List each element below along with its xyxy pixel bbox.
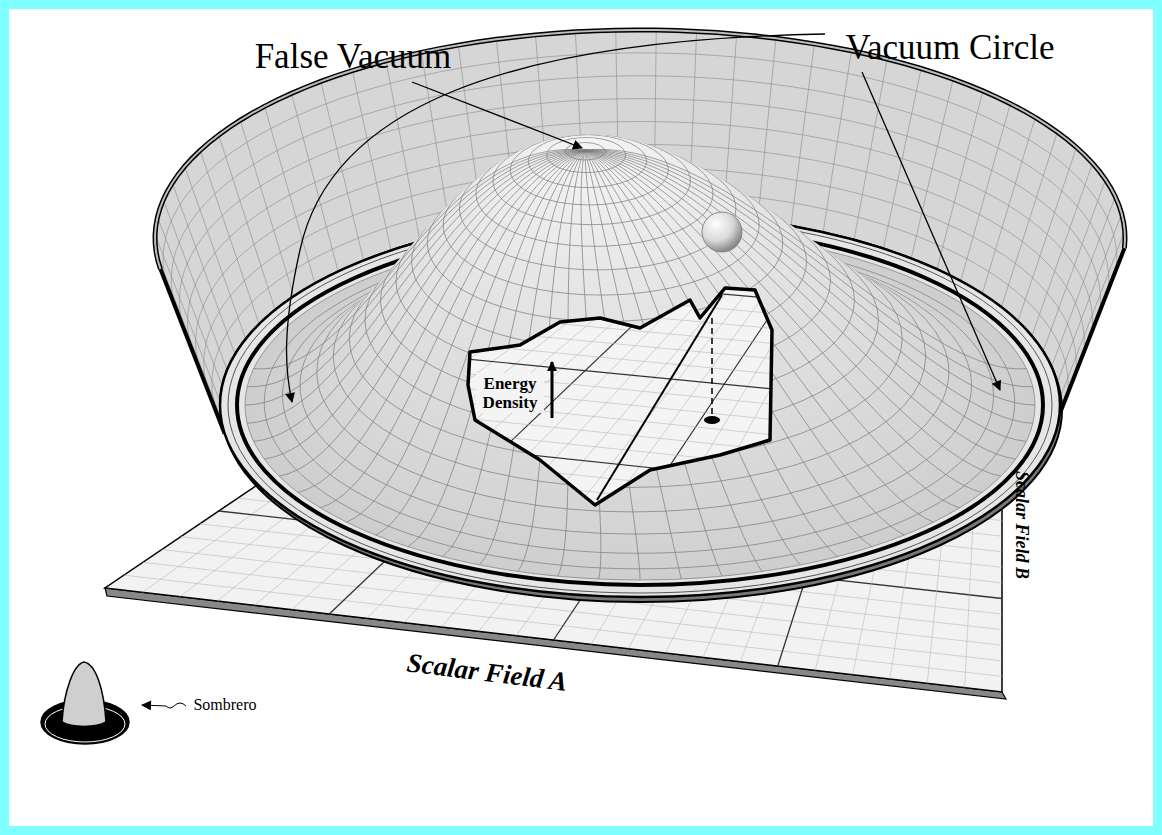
window-grid-line [143, 562, 1002, 661]
window-grid-line [554, 299, 782, 640]
hump-meridian [264, 150, 585, 459]
window-grid-line [333, 434, 1003, 505]
window-grid-line [200, 524, 1002, 614]
projection-dot [704, 416, 720, 424]
window-grid-line [351, 421, 1002, 489]
wall-cut-edge [1059, 248, 1124, 414]
leader-lines [142, 34, 1000, 708]
window-grid-line [427, 370, 1002, 427]
projection-dashed-line [711, 318, 713, 414]
wall-grid-line [171, 76, 1108, 310]
window-grid-line [255, 286, 634, 605]
window-outline [468, 288, 772, 505]
window-grid-line [740, 307, 873, 662]
window-grid-line [591, 301, 800, 645]
window-grid-line [142, 282, 578, 593]
window-grid-line [257, 485, 1002, 567]
window-grid-line [890, 313, 947, 679]
hump-surface [504, 135, 675, 211]
window-grid-line [276, 473, 1002, 552]
energy-density-label: Energy Density [476, 373, 544, 413]
sombrero-label: Sombrero [193, 696, 256, 714]
field-ball [702, 212, 742, 252]
window-grid-line [465, 344, 1002, 396]
scalar-field-b-label: Scalar Field B [1011, 471, 1031, 579]
window-grid [105, 280, 1002, 692]
false-vacuum-hump [245, 135, 1035, 580]
cutaway-window [105, 280, 1002, 692]
window-grid-line [560, 280, 1002, 318]
window-grid-line [105, 280, 560, 588]
window-grid-line [927, 315, 965, 684]
false-vacuum-label: False Vacuum [255, 38, 452, 77]
window-grid-line [484, 331, 1002, 380]
window-grid-line [162, 550, 1002, 646]
window-ground [468, 288, 772, 505]
sombrero-leader [142, 703, 186, 708]
sombrero-icon [41, 662, 129, 744]
window-grid-line [815, 310, 910, 670]
false-vacuum-leader [412, 82, 582, 148]
vacuum-circle-leader [287, 34, 825, 402]
window-grid-line [292, 288, 652, 610]
window-grid-line [180, 283, 597, 597]
energy-axis-arrow [551, 362, 554, 418]
window-grid-line [666, 304, 837, 653]
window-grid-line [124, 575, 1002, 676]
vacuum-circle-leader [862, 72, 1000, 390]
window-grid-line [181, 537, 1002, 630]
window-grid-line [314, 447, 1002, 521]
wall-grid-line [1059, 248, 1124, 414]
hump-meridian [247, 150, 585, 423]
window-grid-line [503, 319, 1002, 365]
window-grid-line [219, 511, 1002, 599]
window-grid-line [965, 316, 984, 687]
window-grid-line [1001, 318, 1002, 692]
window-grid-line [778, 309, 892, 667]
window-grid-line [853, 312, 929, 675]
sombrero-crown [62, 662, 106, 727]
hump-meridian [254, 150, 585, 441]
wall-grid-line [160, 269, 224, 434]
window-grid-line [238, 498, 1002, 583]
vacuum-circle-label: Vacuum Circle [846, 29, 1055, 68]
window-grid-line [703, 305, 855, 657]
window-grid-line [329, 290, 670, 615]
wall-cut-edge [160, 269, 224, 434]
page-ground [9, 9, 1153, 826]
